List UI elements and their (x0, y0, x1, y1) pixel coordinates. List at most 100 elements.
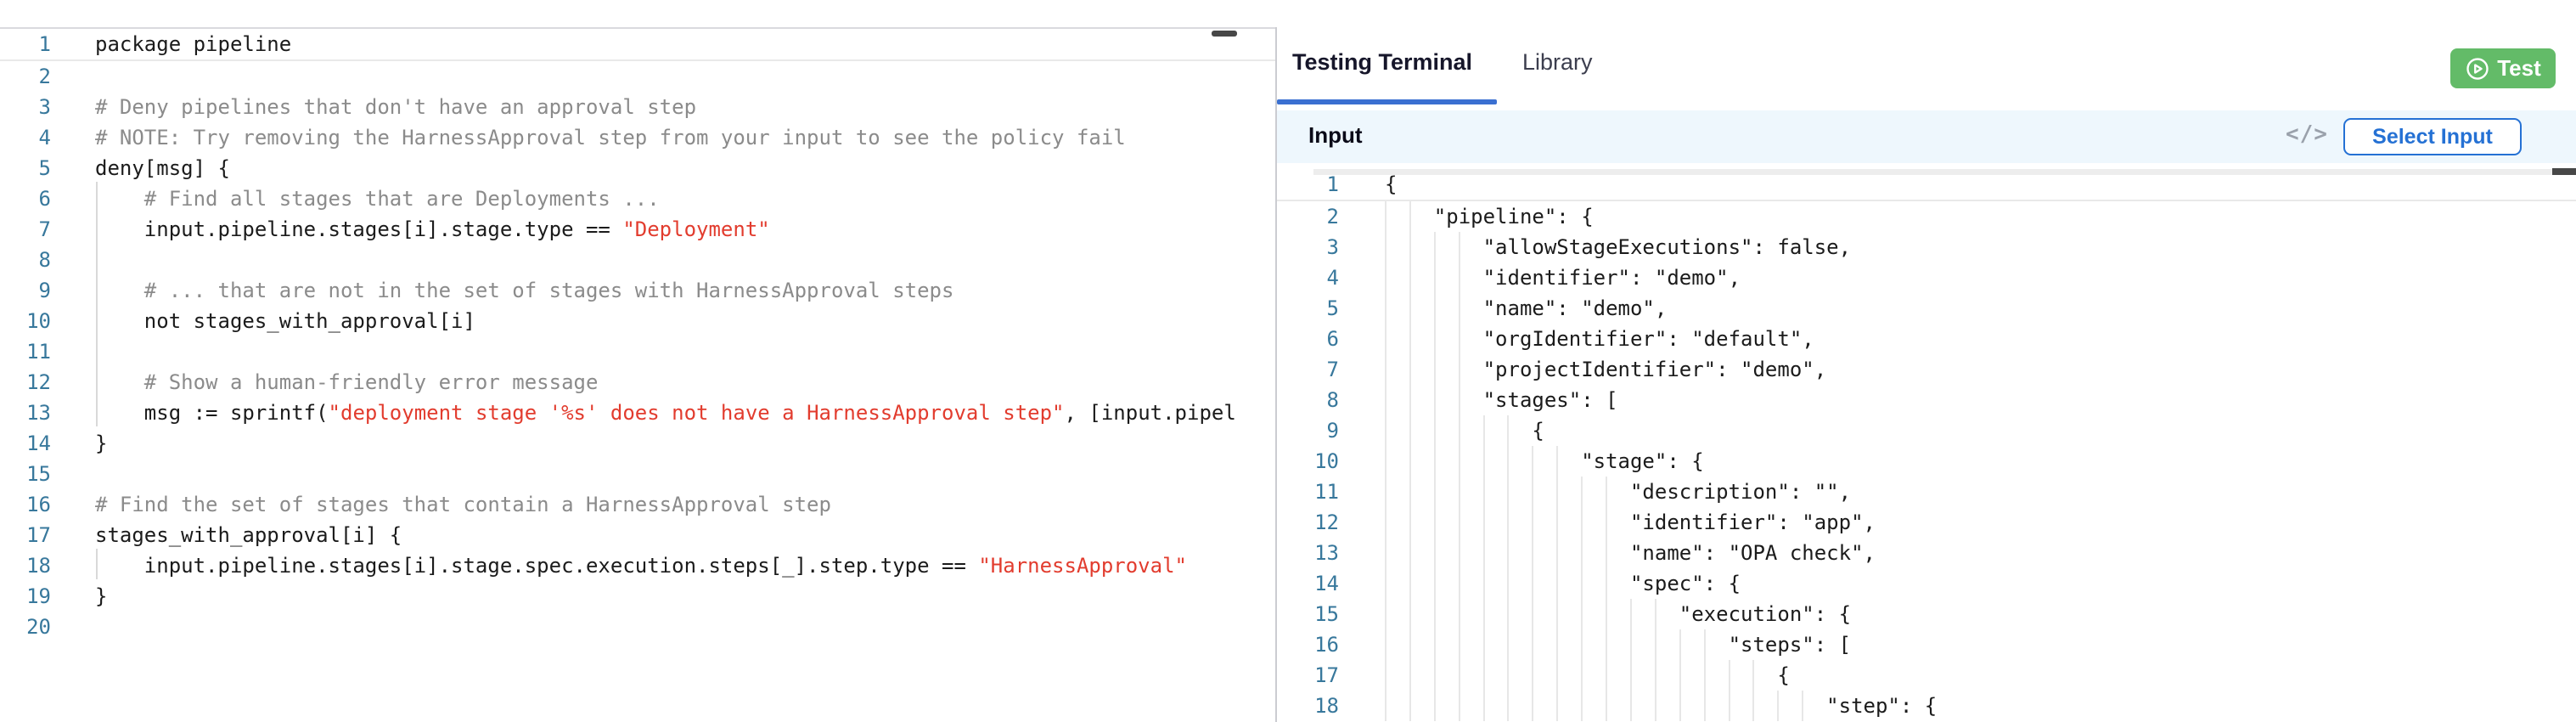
indent-guide (1433, 507, 1436, 538)
indent-guide (1606, 599, 1608, 629)
left-editor-scrollbar-thumb[interactable] (1212, 31, 1237, 37)
code-text: # Find the set of stages that contain a … (95, 493, 831, 516)
json-line[interactable]: 8 "stages": [ (1277, 385, 2576, 415)
line-number: 2 (38, 65, 51, 88)
code-line[interactable]: 12 # Show a human-friendly error message (0, 367, 1275, 398)
code-line[interactable]: 10 not stages_with_approval[i] (0, 306, 1275, 336)
tab-library[interactable]: Library (1522, 49, 1593, 75)
indent-guide (1507, 660, 1510, 691)
indent-guide (1385, 568, 1386, 599)
indent-guide (1581, 691, 1583, 721)
select-input-button[interactable]: Select Input (2343, 118, 2522, 155)
json-line[interactable]: 3 "allowStageExecutions": false, (1277, 232, 2576, 262)
code-text: "identifier": "demo", (1385, 266, 1741, 290)
indent-guide (1532, 538, 1534, 568)
json-line[interactable]: 2 "pipeline": { (1277, 201, 2576, 232)
code-line[interactable]: 3# Deny pipelines that don't have an app… (0, 92, 1275, 122)
policy-editor[interactable]: 1 package pipeline 2 3# Deny pipelines that… (0, 29, 1275, 722)
indent-guide (1581, 477, 1583, 507)
indent-guide (1385, 691, 1386, 721)
indent-guide (1654, 660, 1656, 691)
json-line[interactable]: 13 "name": "OPA check", (1277, 538, 2576, 568)
code-line[interactable]: 20 (0, 612, 1275, 642)
indent-guide (1458, 324, 1460, 354)
test-button[interactable]: Test (2450, 48, 2556, 88)
code-line[interactable]: 6 # Find all stages that are Deployments… (0, 183, 1275, 214)
indent-guide (1409, 324, 1411, 354)
indent-guide (1458, 293, 1460, 324)
indent-guide (1507, 538, 1510, 568)
code-text: # NOTE: Try removing the HarnessApproval… (95, 126, 1126, 149)
code-line[interactable]: 11 (0, 336, 1275, 367)
code-view-icon[interactable]: </> (2286, 121, 2328, 147)
json-line[interactable]: 16 "steps": [ (1277, 629, 2576, 660)
indent-guide (1606, 691, 1608, 721)
line-number: 6 (1326, 327, 1339, 351)
indent-guide (1385, 477, 1386, 507)
indent-guide (1507, 415, 1510, 446)
json-line[interactable]: 15 "execution": { (1277, 599, 2576, 629)
indent-guide (1556, 660, 1559, 691)
line-number: 8 (38, 248, 51, 272)
code-line[interactable]: 1 package pipeline (0, 29, 1275, 61)
active-tab-underline (1277, 99, 1497, 104)
code-line[interactable]: 14} (0, 428, 1275, 459)
json-input-editor[interactable]: 1{2 "pipeline": {3 "allowStageExecutions… (1277, 169, 2576, 721)
indent-guide (1752, 660, 1755, 691)
indent-guide (1433, 599, 1436, 629)
code-line[interactable]: 19} (0, 581, 1275, 612)
indent-guide (1385, 538, 1386, 568)
indent-guide (1482, 568, 1485, 599)
indent-guide (1409, 538, 1411, 568)
test-button-label: Test (2497, 55, 2541, 81)
indent-guide (1606, 568, 1608, 599)
code-text: deny[msg] { (95, 156, 230, 180)
json-line[interactable]: 1{ (1277, 169, 2576, 201)
indent-guide (1629, 599, 1632, 629)
indent-guide (1556, 568, 1559, 599)
code-text: "description": "", (1385, 480, 1852, 504)
input-editor-scrollbar-thumb[interactable] (2552, 168, 2576, 175)
json-line[interactable]: 17 { (1277, 660, 2576, 691)
input-editor-scrollbar[interactable] (1313, 168, 2576, 175)
json-line[interactable]: 4 "identifier": "demo", (1277, 262, 2576, 293)
code-text: "stages": [ (1385, 388, 1618, 412)
code-line[interactable]: 7 input.pipeline.stages[i].stage.type ==… (0, 214, 1275, 245)
indent-guide (1606, 629, 1608, 660)
code-line[interactable]: 15 (0, 459, 1275, 489)
indent-guide (1409, 691, 1411, 721)
tab-testing-terminal[interactable]: Testing Terminal (1292, 49, 1473, 75)
json-line[interactable]: 9 { (1277, 415, 2576, 446)
code-line[interactable]: 9 # ... that are not in the set of stage… (0, 275, 1275, 306)
code-text: { (1385, 419, 1544, 443)
indent-guide (1433, 538, 1436, 568)
code-line[interactable]: 18 input.pipeline.stages[i].stage.spec.e… (0, 550, 1275, 581)
json-line[interactable]: 10 "stage": { (1277, 446, 2576, 477)
line-number: 9 (1326, 419, 1339, 443)
indent-guide (1606, 477, 1608, 507)
indent-guide (1409, 385, 1411, 415)
code-line[interactable]: 13 msg := sprintf("deployment stage '%s'… (0, 398, 1275, 428)
line-number: 1 (38, 32, 51, 56)
code-line[interactable]: 16# Find the set of stages that contain … (0, 489, 1275, 520)
pane-resizer[interactable] (1275, 27, 1277, 722)
json-line[interactable]: 5 "name": "demo", (1277, 293, 2576, 324)
indent-guide (1482, 599, 1485, 629)
code-line[interactable]: 8 (0, 245, 1275, 275)
json-line[interactable]: 7 "projectIdentifier": "demo", (1277, 354, 2576, 385)
code-line[interactable]: 4# NOTE: Try removing the HarnessApprova… (0, 122, 1275, 153)
json-line[interactable]: 18 "step": { (1277, 691, 2576, 721)
json-line[interactable]: 14 "spec": { (1277, 568, 2576, 599)
indent-guide (1409, 201, 1411, 232)
line-number: 14 (1314, 572, 1339, 595)
json-line[interactable]: 12 "identifier": "app", (1277, 507, 2576, 538)
indent-guide (1458, 691, 1460, 721)
indent-guide (1532, 629, 1534, 660)
code-text: package pipeline (95, 32, 292, 56)
json-line[interactable]: 6 "orgIdentifier": "default", (1277, 324, 2576, 354)
code-line[interactable]: 2 (0, 61, 1275, 92)
json-line[interactable]: 11 "description": "", (1277, 477, 2576, 507)
indent-guide (1458, 262, 1460, 293)
